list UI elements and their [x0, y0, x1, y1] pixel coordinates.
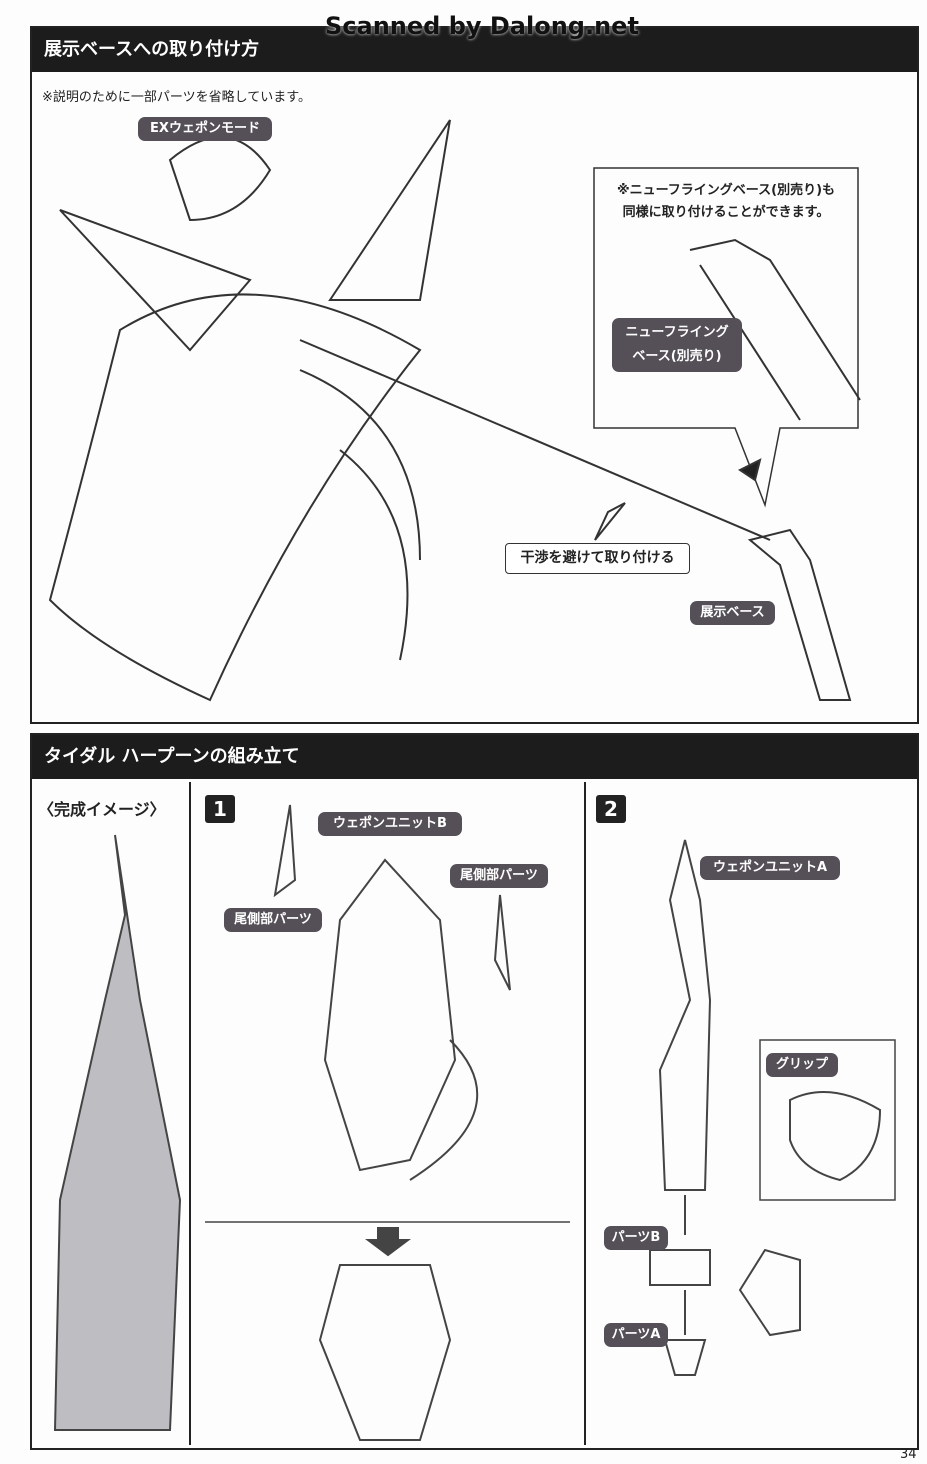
flying-base-label: ニューフライング ベース(別売り): [612, 318, 742, 372]
label-line: ニューフライング: [625, 325, 729, 340]
part-b-label: パーツB: [604, 1226, 668, 1250]
tail-part-label: 尾側部パーツ: [450, 864, 548, 888]
section-title: タイダル ハープーンの組み立て: [32, 735, 917, 779]
weapon-unit-b-label: ウェポンユニットB: [318, 812, 462, 836]
grip-label: グリップ: [766, 1053, 838, 1077]
ex-weapon-mode-label: EXウェポンモード: [138, 117, 272, 141]
section-display-base: [30, 26, 919, 724]
part-a-label: パーツA: [604, 1323, 668, 1347]
watermark: Scanned by Dalong.net: [325, 12, 639, 40]
avoid-interference-label: 干渉を避けて取り付ける: [505, 543, 690, 574]
display-base-label: 展示ベース: [690, 601, 775, 625]
callout-line: 同様に取り付けることができます。: [622, 205, 830, 220]
callout-text: ※ニューフライングベース(別売り)も 同様に取り付けることができます。: [600, 180, 852, 224]
omission-note: ※説明のために一部パーツを省略しています。: [42, 90, 311, 105]
label-line: ベース(別売り): [632, 349, 722, 364]
callout-line: ※ニューフライングベース(別売り)も: [616, 183, 836, 198]
complete-image-heading: 〈完成イメージ〉: [38, 800, 166, 819]
step-number: 2: [596, 795, 626, 823]
section-title: 展示ベースへの取り付け方: [32, 28, 917, 72]
step-number: 1: [205, 795, 235, 823]
section-harpoon-assembly: [30, 733, 919, 1450]
weapon-unit-a-label: ウェポンユニットA: [700, 856, 840, 880]
tail-part-label: 尾側部パーツ: [224, 908, 322, 932]
page-number: 34: [900, 1447, 917, 1462]
